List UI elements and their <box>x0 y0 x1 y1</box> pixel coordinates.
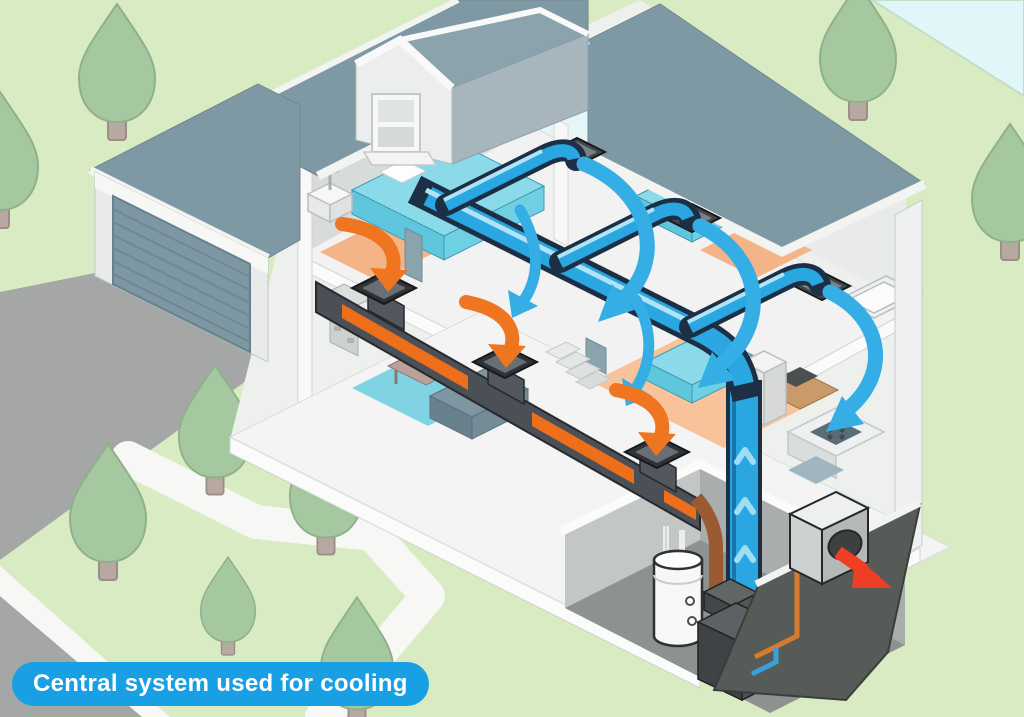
tree <box>0 90 40 229</box>
kitchen-tiles <box>788 456 844 484</box>
tree <box>818 0 898 121</box>
interior-wall <box>553 117 569 247</box>
dormer <box>354 6 590 166</box>
tree <box>68 442 148 581</box>
roof <box>214 0 927 258</box>
warm-air-return-arrow-icon <box>335 217 408 292</box>
stairs <box>544 341 612 390</box>
driveway <box>0 268 272 560</box>
return-duct-interior <box>532 412 634 484</box>
caption-badge: Central system used for cooling <box>12 662 429 706</box>
dormer-window <box>362 93 438 166</box>
cool-air-arrow-icon <box>692 218 761 388</box>
warm-air-return-arrow-icon <box>609 383 676 456</box>
tree <box>77 2 157 141</box>
partition-wall <box>404 227 423 283</box>
tree <box>970 122 1024 261</box>
cool-air-arrow-icon <box>508 204 542 318</box>
refrigerant-line-liquid <box>753 552 800 660</box>
window-sill <box>362 151 438 166</box>
return-duct <box>315 270 723 592</box>
basement-exterior-and-unit <box>712 490 922 702</box>
garage-wall-trim <box>95 172 268 274</box>
ground-floor-front-edge <box>229 436 701 689</box>
nightstand <box>306 182 354 224</box>
garage-door <box>112 194 251 354</box>
supply-branch <box>435 139 587 216</box>
exhaust-heat-arrow-icon <box>834 546 892 588</box>
garage <box>88 83 301 363</box>
roof-fascia <box>585 149 927 258</box>
return-duct-interior <box>342 304 468 390</box>
refrigerant-line-suction <box>750 648 779 677</box>
cool-air-arrow-icon <box>576 156 655 322</box>
tv <box>778 367 818 387</box>
right-exterior-wall <box>894 199 923 561</box>
outdoor-unit <box>787 490 871 586</box>
dormer-ridge-trim <box>399 6 590 43</box>
return-duct-interior <box>664 490 696 520</box>
water-corner <box>870 0 1024 98</box>
return-elbow <box>690 493 723 592</box>
caption-text: Central system used for cooling <box>33 670 408 697</box>
water-heater <box>652 526 704 648</box>
supply-riser <box>726 380 762 602</box>
cool-air-arrow-icon <box>822 284 883 432</box>
tree <box>199 555 257 656</box>
warm-air-return-arrow-icon <box>459 295 526 368</box>
floor-register <box>349 270 419 306</box>
supply-branch <box>679 263 831 338</box>
chevron-up <box>734 447 756 465</box>
warm-air-arrows <box>335 217 676 456</box>
chevron-up <box>734 497 756 515</box>
chevron-up <box>734 545 756 563</box>
